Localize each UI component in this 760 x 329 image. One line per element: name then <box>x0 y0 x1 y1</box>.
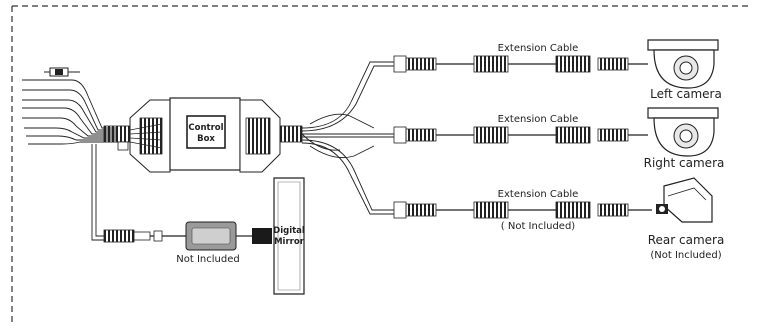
rear-camera: Rear camera (Not Included) <box>648 177 725 261</box>
rear-camera-not-included-label: (Not Included) <box>650 250 721 261</box>
extension-cable-label-1: Extension Cable <box>498 43 579 54</box>
branch-left-camera: Extension Cable <box>393 43 648 73</box>
mirror-label-line1: Digital <box>273 226 305 236</box>
extension-cable-not-included-label: ( Not Included) <box>501 221 576 232</box>
mirror-adapter-cable: Not Included <box>91 144 272 265</box>
input-wire-bundle <box>22 71 118 145</box>
right-harness-connector <box>239 99 303 173</box>
right-camera: Right camera <box>644 107 725 170</box>
extension-cable-label-2: Extension Cable <box>498 114 579 125</box>
output-wire-fan <box>301 61 394 215</box>
left-camera-label: Left camera <box>650 87 722 101</box>
mirror-label-line2: Mirror <box>274 237 305 247</box>
fuse-holder <box>49 67 69 77</box>
right-camera-label: Right camera <box>644 156 725 170</box>
adapter-not-included-label: Not Included <box>176 254 239 265</box>
control-box-label-line2: Box <box>197 134 215 144</box>
digital-mirror: Digital Mirror <box>273 177 305 295</box>
rear-camera-label: Rear camera <box>648 233 725 247</box>
branch-right-camera: Extension Cable <box>393 114 648 144</box>
extension-cable-label-3: Extension Cable <box>498 189 579 200</box>
left-camera: Left camera <box>647 39 722 101</box>
dashed-border <box>11 5 752 326</box>
control-box-label-line1: Control <box>188 123 223 133</box>
control-box: Control Box <box>169 97 241 171</box>
branch-rear-camera: Extension Cable ( Not Included) <box>393 189 652 232</box>
left-harness-connector <box>103 99 171 173</box>
